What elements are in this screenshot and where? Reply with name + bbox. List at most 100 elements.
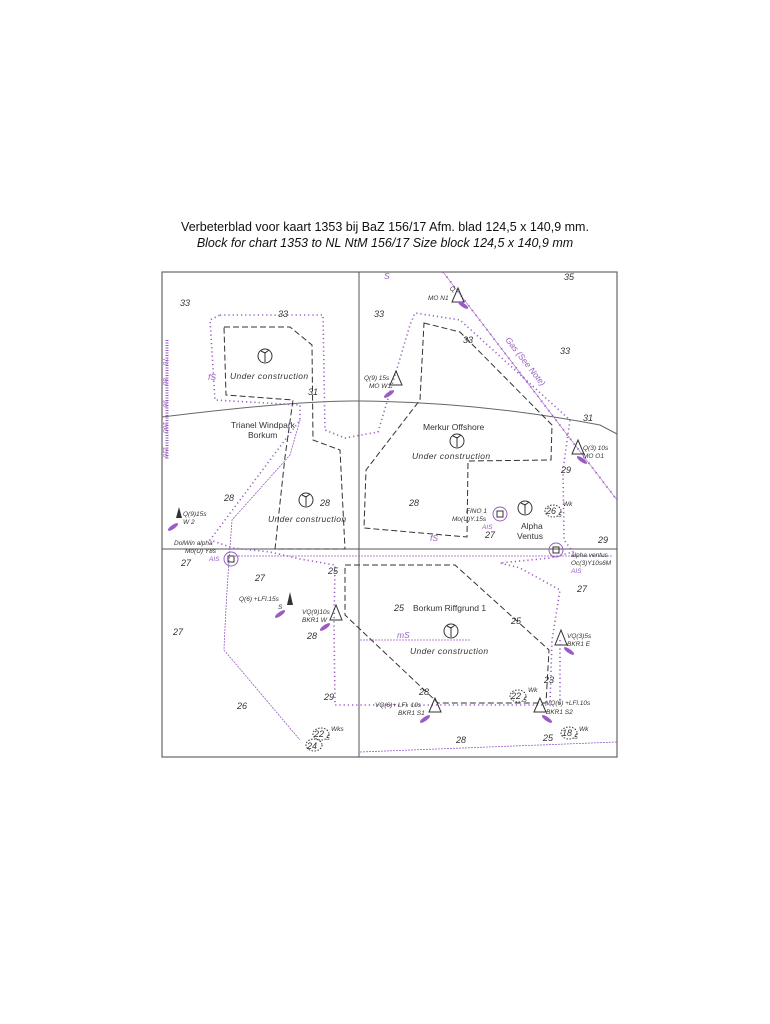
wreck-label: Wk [528, 687, 538, 694]
buoy-light: Q(9) 15s [364, 375, 390, 382]
sounding: 31 [583, 413, 593, 423]
buoy-icon [428, 696, 442, 713]
latitude-scale: 70 80 90 100 110 [161, 340, 169, 460]
wreck-icon [312, 727, 330, 741]
sounding: 25 [542, 733, 554, 743]
platform-labels: DolWin alpha Mo(U) Y8s AIS FINO 1 Mo(U)Y… [174, 508, 612, 575]
trianel2-status: Under construction [268, 514, 347, 524]
wreck-depth: 26 [545, 506, 556, 516]
wreck-depth-sub: 5 [326, 735, 330, 742]
trianel-name: Trianel Windpark [231, 420, 296, 430]
scale-tick: 80 [161, 378, 168, 386]
buoy-name: BKR1 E [567, 641, 591, 648]
platform-icon [548, 542, 564, 558]
trianel-name-2: Borkum [248, 430, 277, 440]
scale-tick: 90 [161, 400, 168, 408]
sounding: 33 [374, 309, 384, 319]
riffgrund-status: Under construction [410, 646, 489, 656]
platform-name: FINO 1 [466, 508, 487, 515]
sounding: 35 [564, 272, 575, 282]
platform-name: alpha ventus [571, 552, 609, 559]
sounding: 28 [223, 493, 234, 503]
seabed-label: fS [208, 372, 216, 382]
wreck-label: Wk [579, 726, 589, 733]
buoy-light: VQ(6)+ LFl. 10s [375, 702, 422, 709]
buoy-icons [167, 286, 588, 723]
platform-ais: AIS [481, 524, 493, 531]
wreck-icon [509, 689, 527, 703]
buoy-name: BKR1 S2 [546, 709, 573, 716]
sounding: 23 [543, 675, 554, 685]
wind-turbine-icon [517, 500, 533, 516]
wreck-depth-sub: 5 [523, 697, 527, 704]
wreck-icon [560, 726, 578, 740]
sounding: 28 [455, 735, 466, 745]
buoy-name: S [278, 604, 283, 611]
buoy-icon [554, 628, 568, 646]
buoy-light: Q(3) 10s [583, 445, 609, 452]
buoy-name: MO W1 [369, 383, 391, 390]
riffgrund-name: Borkum Riffgrund 1 [413, 603, 486, 613]
scale-tick: 100 [161, 422, 168, 433]
seabed-label: S [384, 271, 390, 281]
sounding: 27 [172, 627, 184, 637]
buoy-icon [287, 592, 293, 605]
buoy-icon [571, 438, 585, 455]
trianel-status: Under construction [230, 371, 309, 381]
alpha-ventus-name-2: Ventus [517, 531, 543, 541]
platform-ais: AIS [208, 556, 220, 563]
wreck-depth: 18 [562, 728, 572, 738]
buoy-light: VQ(6) +LFl.10s [546, 700, 591, 707]
buoy-name: BKR1 W [302, 617, 328, 624]
wind-turbine-icon [449, 433, 465, 449]
wind-turbine-icon [298, 492, 314, 508]
wreck-label: Wk [563, 501, 573, 508]
merkur-status: Under construction [412, 451, 491, 461]
sounding: 28 [319, 498, 330, 508]
platform-ais: AIS [570, 568, 582, 575]
seabed-label: fS [430, 533, 438, 543]
buoy-light: VQ(9)10s [302, 609, 331, 616]
sounding: 33 [560, 346, 570, 356]
sounding: 25 [327, 566, 339, 576]
platform-name: DolWin alpha [174, 540, 213, 547]
sounding: 28 [418, 687, 429, 697]
sounding: 29 [597, 535, 608, 545]
sounding: 33 [278, 309, 288, 319]
boundary-line [161, 400, 618, 435]
sounding: 25 [510, 616, 522, 626]
sounding: 25 [393, 603, 405, 613]
wind-turbine-icon [443, 623, 459, 639]
platform-icon [223, 551, 239, 567]
sounding: 26 [236, 701, 247, 711]
platform-light: Mo(U) Y8s [185, 548, 217, 555]
sounding: 27 [180, 558, 192, 568]
sounding: 31 [308, 387, 318, 397]
wreck-depth-sub: 5 [558, 512, 562, 519]
scale-tick: 70 [161, 358, 168, 366]
wreck-label: Wks [331, 726, 344, 733]
wind-turbine-icon [257, 348, 273, 364]
title-english: Block for chart 1353 to NL NtM 156/17 Si… [196, 236, 574, 250]
buoy-icon [533, 696, 547, 713]
sounding: 33 [463, 335, 473, 345]
sounding: 28 [408, 498, 419, 508]
buoy-light: Q [450, 286, 455, 293]
sounding: 27 [254, 573, 266, 583]
buoy-light: Q(6) +LFl.15s [239, 596, 280, 603]
sounding: 29 [323, 692, 334, 702]
alpha-ventus-name: Alpha [521, 521, 543, 531]
buoy-name: BKR1 S1 [398, 710, 425, 717]
platform-icons [223, 506, 564, 567]
buoy-light: VQ(3)5s [567, 633, 592, 640]
buoy-icon [176, 507, 182, 518]
windfarm-boundaries [223, 322, 553, 704]
buoy-icon [329, 603, 343, 621]
sounding: 27 [484, 530, 496, 540]
buoy-name: MO N1 [428, 295, 449, 302]
seabed-label: mS [397, 630, 410, 640]
buoy-name: W 2 [183, 519, 195, 526]
